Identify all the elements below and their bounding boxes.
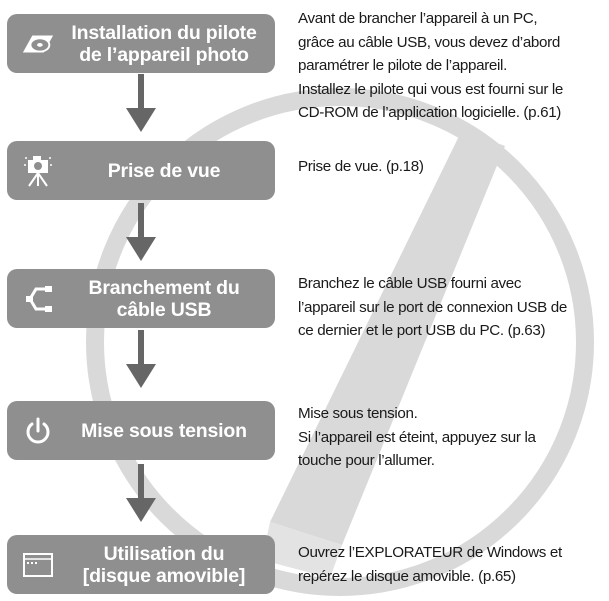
watermark-ring [86,88,594,596]
power-icon [21,414,55,448]
down-arrow-icon [126,464,156,522]
cd-disc-icon [21,27,55,61]
step-title: Branchement du câble USB [88,276,240,321]
step-removable-disk: Utilisation du [disque amovible] [7,535,275,594]
usb-cable-icon [21,282,55,316]
step-install-driver: Installation du pilote de l’appareil pho… [7,14,275,73]
step-description: Prise de vue. (p.18) [298,158,424,175]
step-description: Branchez le câble USB fourni avec l’appa… [298,275,567,339]
step-title: Prise de vue [107,159,221,182]
step-description: Mise sous tension. Si l’appareil est éte… [298,405,536,469]
step-connect-usb: Branchement du câble USB [7,269,275,328]
watermark-bar [270,130,505,545]
watermark-bar-tail [262,522,342,578]
down-arrow-icon [126,330,156,388]
step-take-photo: Prise de vue [7,141,275,200]
removable-disk-icon [21,548,55,582]
step-description: Avant de brancher l’appareil à un PC, gr… [298,10,564,121]
step-power-on: Mise sous tension [7,401,275,460]
step-title: Mise sous tension [81,419,247,442]
down-arrow-icon [126,203,156,261]
camera-tripod-icon [21,154,55,188]
step-title: Utilisation du [disque amovible] [82,542,246,587]
step-description: Ouvrez l’EXPLORATEUR de Windows et repér… [298,544,562,585]
step-title: Installation du pilote de l’appareil pho… [71,21,257,66]
down-arrow-icon [126,74,156,132]
